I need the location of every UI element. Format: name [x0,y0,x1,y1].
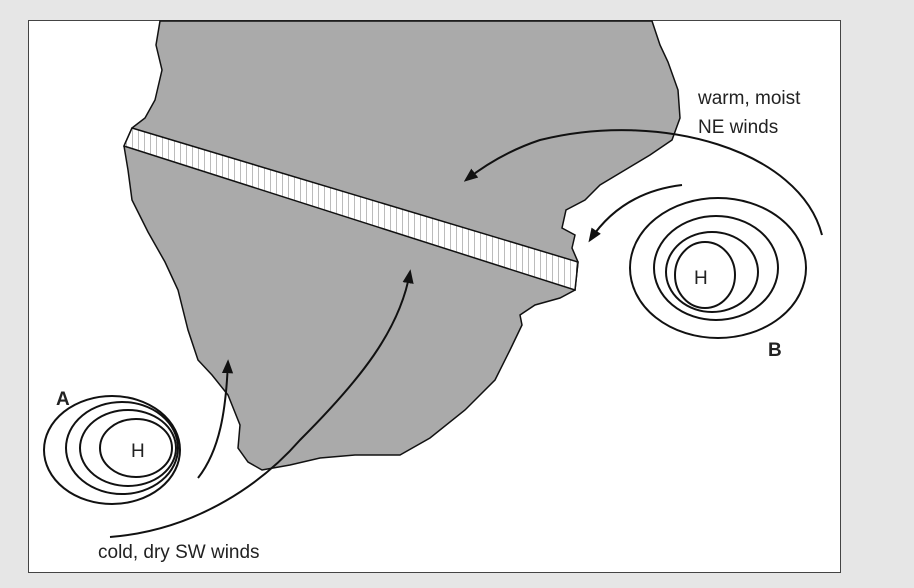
ne-wind-arrow-small [588,184,683,243]
cold-winds-label: cold, dry SW winds [98,542,260,563]
high-pressure-a [43,395,181,505]
high-b-label: B [768,340,782,361]
hatched-band [122,127,579,291]
high-a-symbol: H [131,441,145,462]
sw-wind-arrow-small [197,359,234,479]
high-pressure-b [629,197,807,339]
ne-wind-arrow-large [463,129,823,236]
landmass [123,20,681,471]
high-b-symbol: H [694,268,708,289]
sw-wind-arrow-large [109,269,414,538]
warm-winds-label-line1: warm, moist [697,88,801,109]
high-a-label: A [56,389,70,410]
warm-winds-label-line2: NE winds [698,117,778,138]
